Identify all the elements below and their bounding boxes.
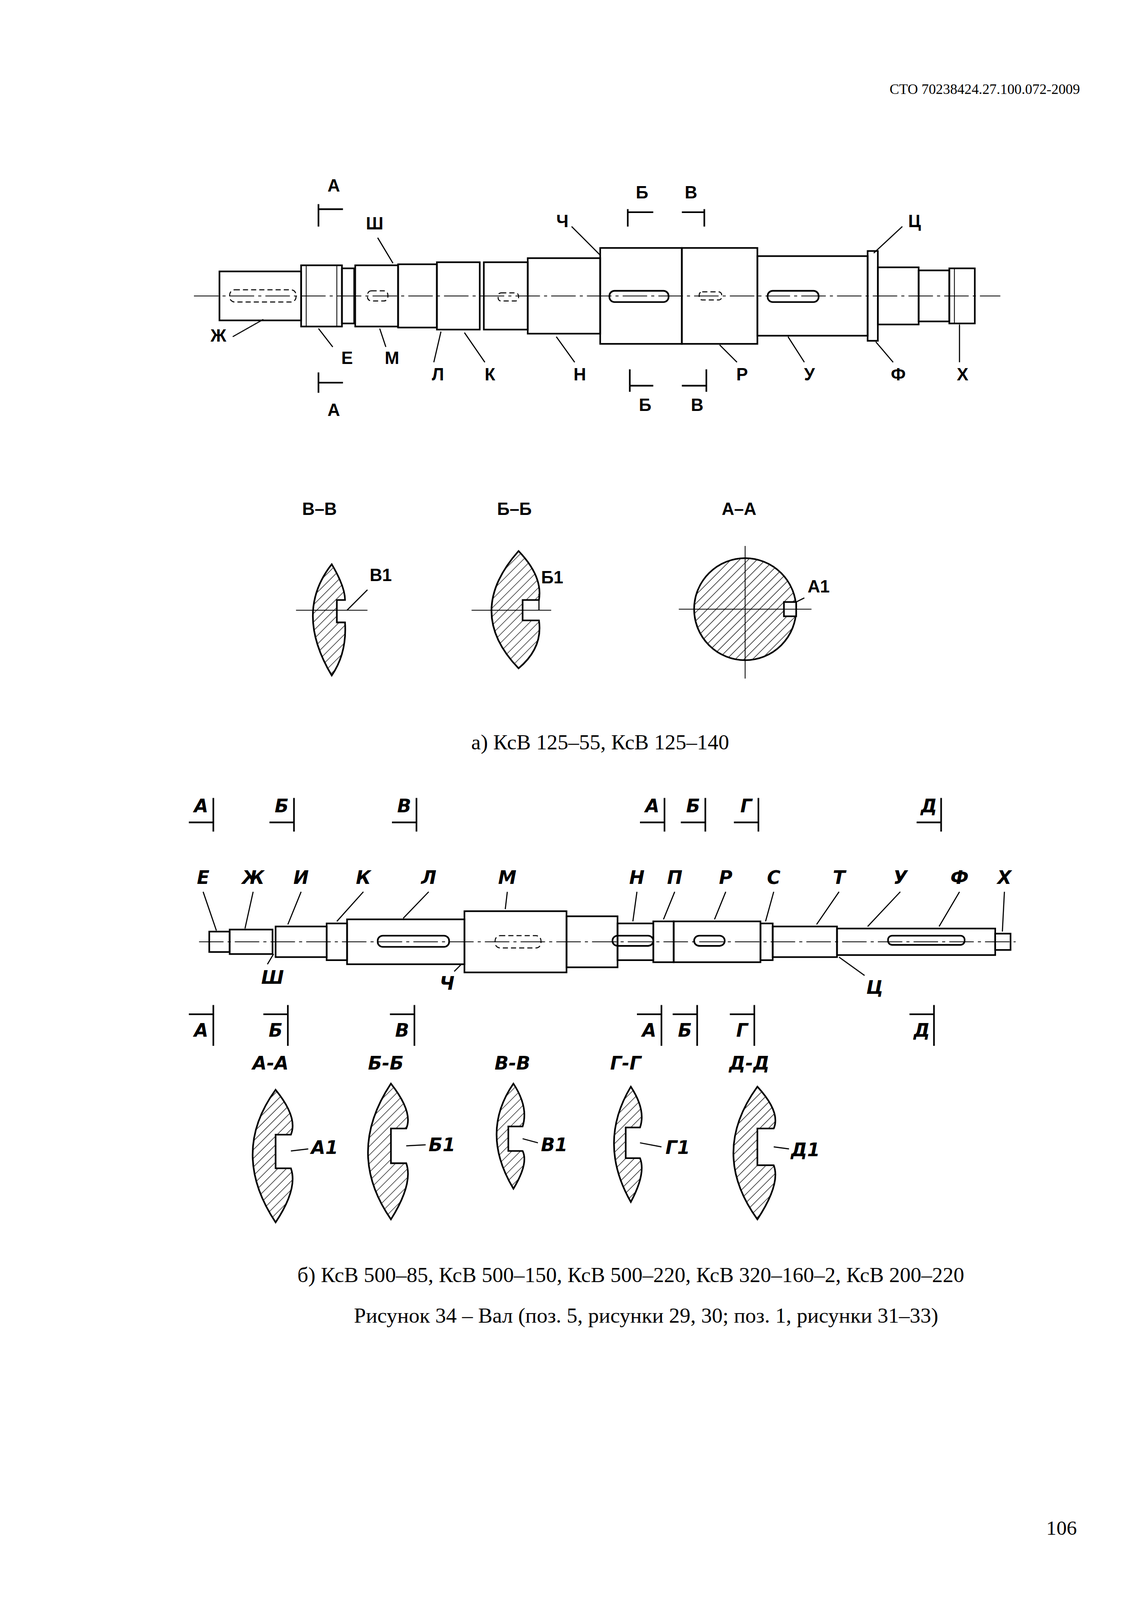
part-letter: М xyxy=(384,349,400,370)
part-letter: Д1 xyxy=(790,1140,820,1161)
part-letter: Б1 xyxy=(428,1135,456,1156)
subfigure-caption: а) КсВ 125–55, КсВ 125–140 xyxy=(471,731,730,756)
part-letter: Х xyxy=(956,365,969,386)
part-letter: П xyxy=(667,867,683,888)
part-letter: Ш xyxy=(365,214,384,235)
part-letter: Н xyxy=(573,365,586,386)
part-letter: Ч xyxy=(439,973,455,994)
part-letter: Г1 xyxy=(665,1138,691,1159)
document-code: СТО 70238424.27.100.072-2009 xyxy=(889,82,1080,98)
part-letter: А xyxy=(193,796,209,817)
part-letter: Д xyxy=(920,796,938,817)
part-letter: С xyxy=(766,867,781,888)
part-letter: Б xyxy=(686,796,701,817)
part-letter: В xyxy=(397,796,412,817)
part-letter: У xyxy=(893,867,908,888)
part-letter: А1 xyxy=(807,578,830,598)
part-letter: Б1 xyxy=(541,569,564,589)
part-letter: Б xyxy=(638,396,652,416)
part-letter: Б-Б xyxy=(368,1053,404,1074)
part-letter: Е xyxy=(196,867,210,888)
part-letter: Д-Д xyxy=(729,1053,770,1074)
part-letter: Р xyxy=(736,365,748,386)
part-letter: Г xyxy=(740,796,753,817)
part-letter: А–А xyxy=(721,500,757,521)
part-letter: М xyxy=(498,867,517,888)
part-letter: К xyxy=(484,365,496,386)
part-letter: И xyxy=(293,867,309,888)
part-letter: Р xyxy=(719,867,733,888)
part-letter: Ш xyxy=(260,967,284,988)
part-letter: Г-Г xyxy=(610,1053,642,1074)
part-letter: Ж xyxy=(241,867,265,888)
part-letter: А xyxy=(327,401,340,422)
part-letter: Ф xyxy=(890,365,906,386)
part-letter: Г xyxy=(736,1020,749,1041)
part-letter: Е xyxy=(341,349,353,370)
part-letter: В1 xyxy=(540,1135,568,1156)
part-letter: В xyxy=(395,1020,410,1041)
page-number: 106 xyxy=(1046,1516,1077,1539)
part-letter: Б xyxy=(678,1020,693,1041)
part-letter: Л xyxy=(421,867,437,888)
part-letter: В1 xyxy=(369,567,392,587)
part-letter: А xyxy=(193,1020,209,1041)
part-letter: Ф xyxy=(950,867,969,888)
part-letter: А xyxy=(645,796,660,817)
part-letter: В xyxy=(684,184,698,204)
part-letter: Н xyxy=(629,867,645,888)
subfigure-caption: б) КсВ 500–85, КсВ 500–150, КсВ 500–220,… xyxy=(297,1264,965,1289)
part-letter: К xyxy=(355,867,371,888)
part-letter: В xyxy=(690,396,704,416)
part-letter: Т xyxy=(832,867,846,888)
part-letter: Х xyxy=(997,867,1012,888)
part-letter: А1 xyxy=(311,1138,339,1159)
part-letter: А-А xyxy=(252,1053,289,1074)
part-letter: У xyxy=(803,365,815,386)
part-letter: А xyxy=(327,177,340,197)
part-letter: А xyxy=(641,1020,657,1041)
part-letter: Л xyxy=(431,365,444,386)
part-letter: Б–Б xyxy=(497,500,533,521)
part-letter: Б xyxy=(635,184,648,204)
part-letter: Ц xyxy=(866,977,884,998)
part-letter: Ж xyxy=(210,327,227,347)
part-letter: Б xyxy=(274,796,289,817)
figure-caption: Рисунок 34 – Вал (поз. 5, рисунки 29, 30… xyxy=(354,1304,939,1329)
part-letter: Ц xyxy=(908,213,922,233)
part-letter: В–В xyxy=(302,500,337,521)
part-letter: Б xyxy=(268,1020,283,1041)
part-letter: В-В xyxy=(494,1053,531,1074)
part-letter: Д xyxy=(913,1020,930,1041)
part-letter: Ч xyxy=(556,213,569,233)
